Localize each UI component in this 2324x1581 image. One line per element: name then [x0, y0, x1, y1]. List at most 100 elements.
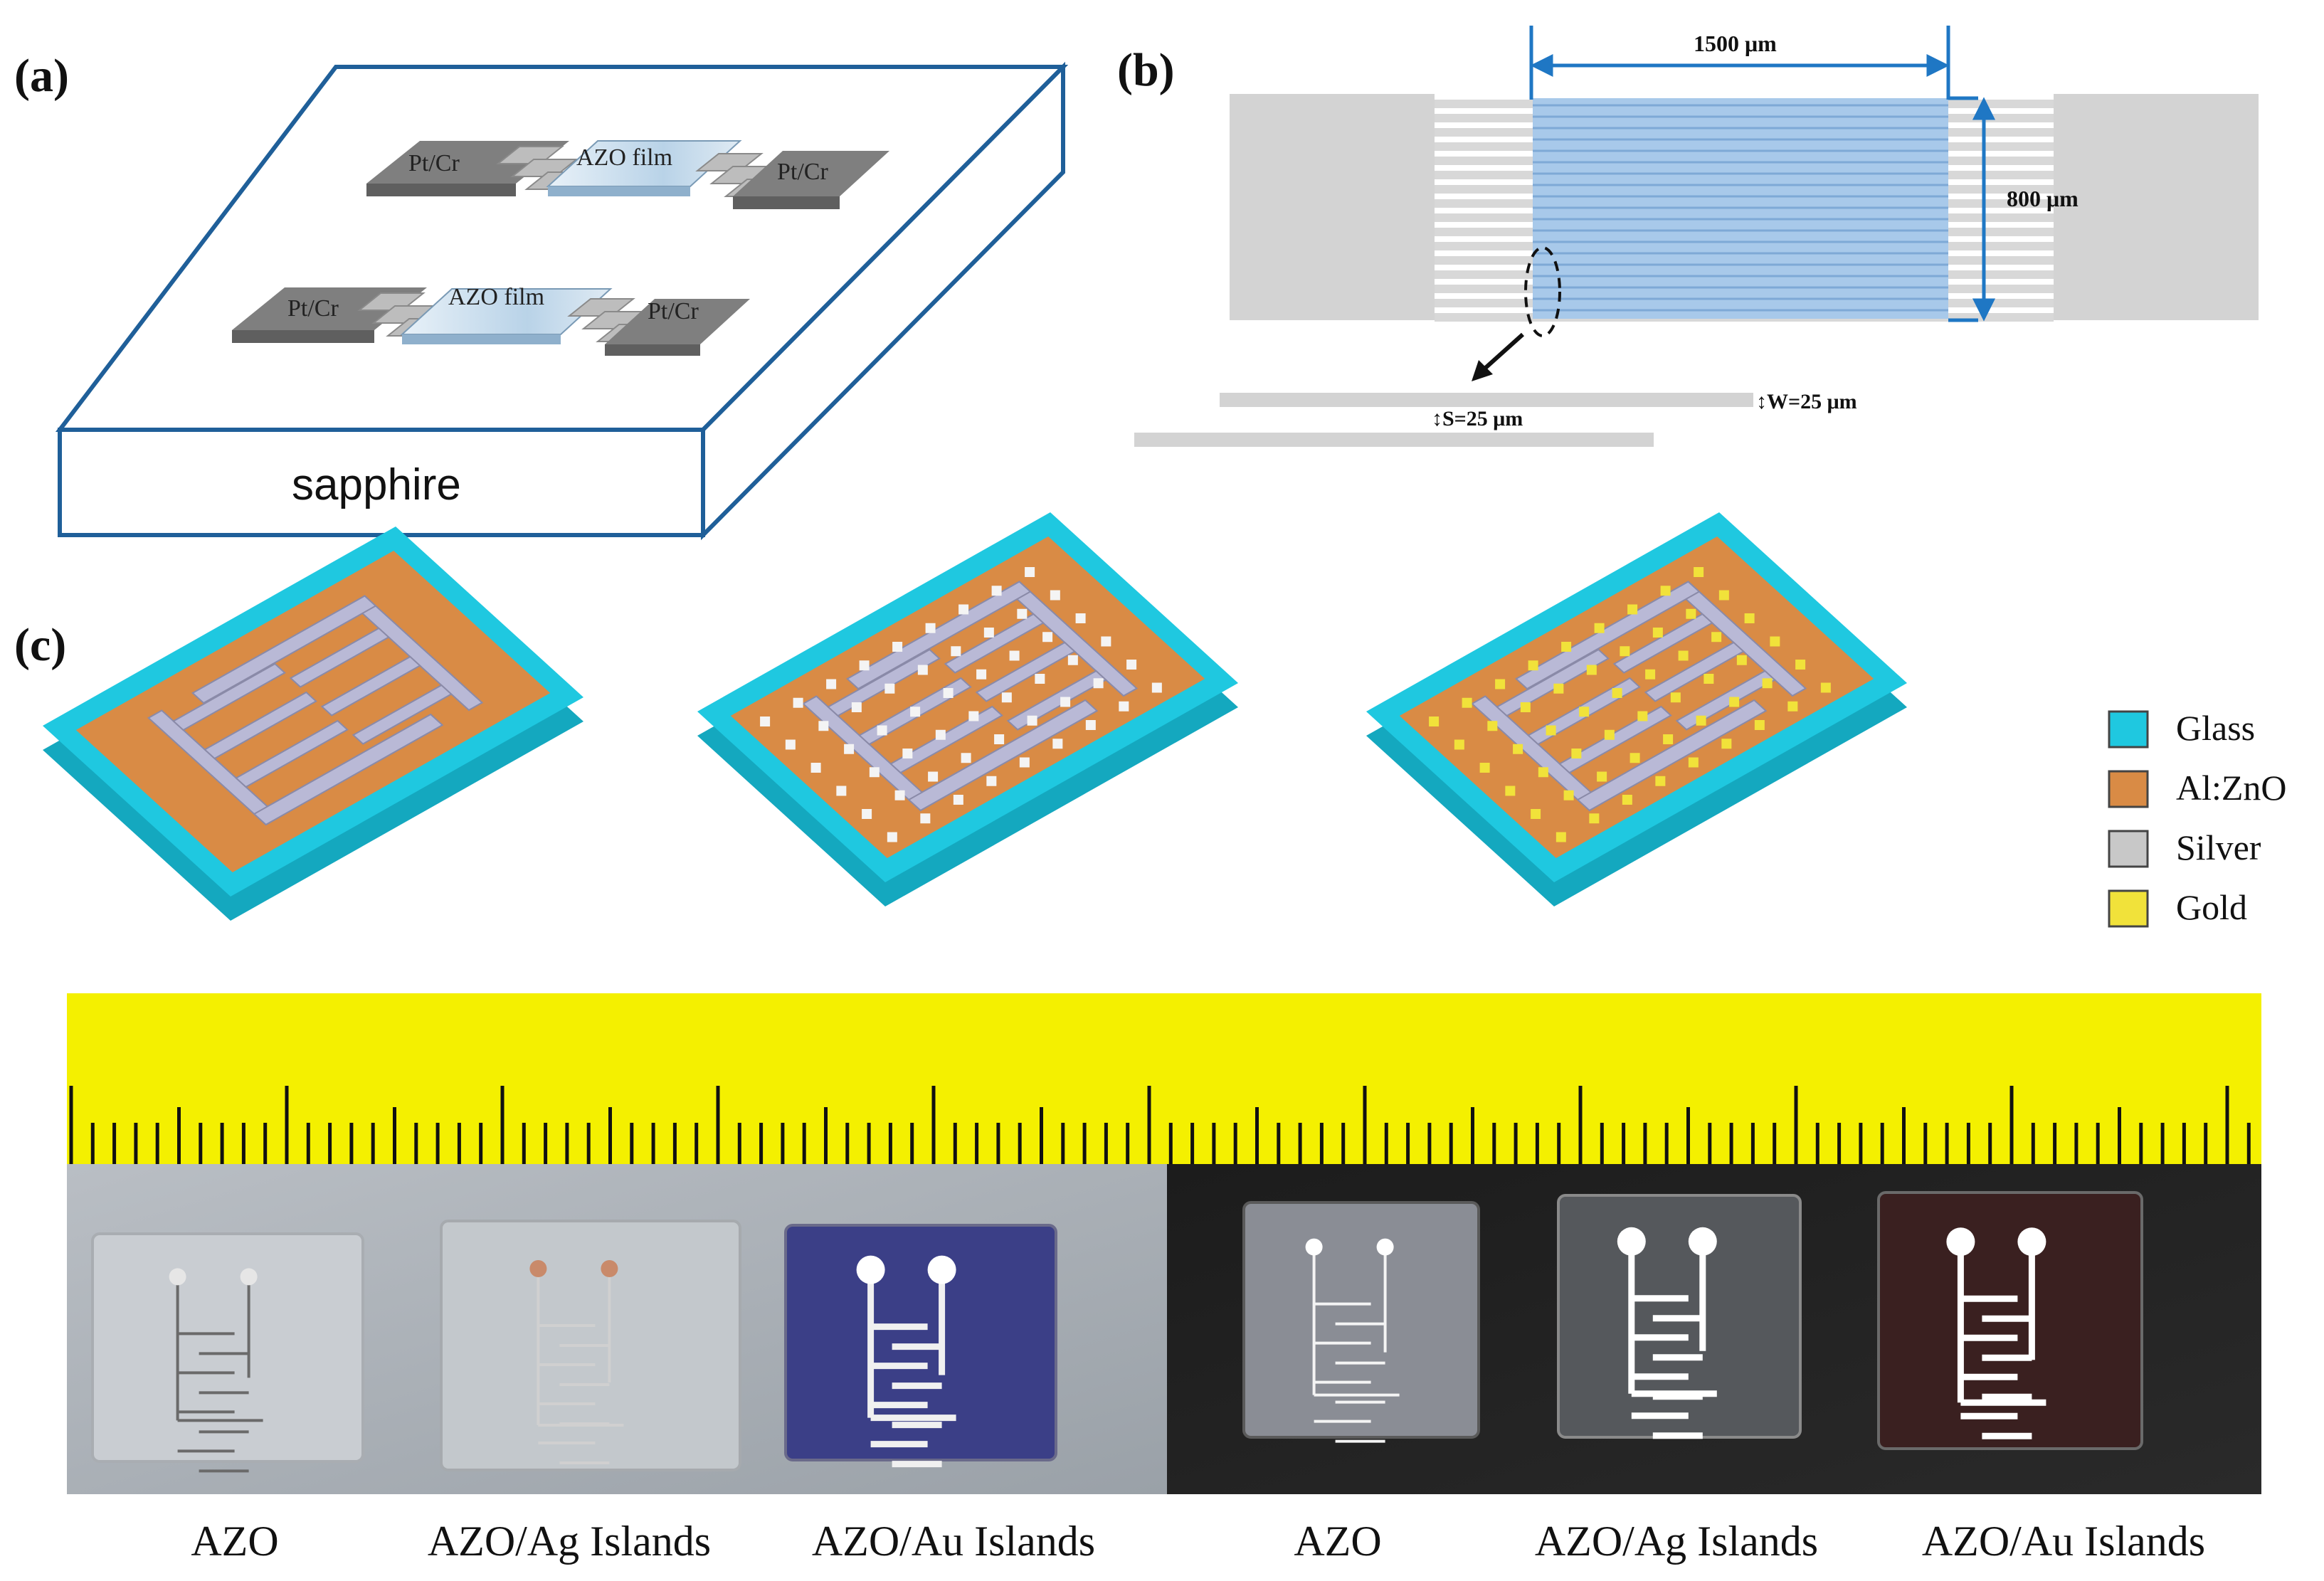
photo-captions: AZO AZO/Ag Islands AZO/Au Islands AZO AZ… — [191, 1518, 2205, 1565]
metal-island — [1663, 734, 1674, 744]
width-dimension-label: 800 μm — [2007, 186, 2079, 211]
device-bottom: Pt/Cr AZO film Pt/Cr — [232, 284, 750, 356]
metal-island — [894, 790, 905, 800]
legend-item-silver: Silver — [2108, 827, 2261, 868]
metal-island — [1487, 721, 1498, 731]
metal-island — [1571, 749, 1582, 758]
metal-island — [1787, 701, 1798, 712]
metal-island — [1770, 636, 1780, 647]
metal-island — [1462, 697, 1472, 708]
metal-island — [1795, 660, 1806, 670]
metal-island — [1594, 623, 1605, 633]
metal-island — [1670, 692, 1681, 703]
silver-electrode — [907, 699, 1099, 812]
contact-pad — [601, 1260, 618, 1277]
spacing-dimension-label: ↕S=25 μm — [1432, 407, 1523, 430]
metal-island — [1495, 679, 1506, 689]
metal-island — [793, 697, 803, 708]
caption-3: AZO/Au Islands — [812, 1518, 1095, 1565]
metal-island — [1454, 739, 1464, 750]
top-left-contact-label: Pt/Cr — [408, 150, 460, 176]
zoom-arrowhead — [1472, 360, 1493, 381]
caption-4: AZO — [1294, 1518, 1381, 1565]
finger-width-dimension-label: ↕W=25 μm — [1756, 390, 1857, 413]
metal-island — [1019, 757, 1030, 768]
ruler-ticks — [69, 1086, 2251, 1164]
metal-island — [983, 628, 994, 638]
metal-island — [1042, 632, 1053, 643]
metal-island — [1505, 786, 1516, 796]
metal-island — [1151, 682, 1162, 693]
metal-island — [1729, 697, 1740, 707]
sample-substrate — [1242, 1201, 1480, 1439]
metal-island — [943, 688, 954, 698]
caption-6: AZO/Au Islands — [1922, 1518, 2205, 1565]
metal-island — [1589, 813, 1600, 824]
metal-island — [1604, 729, 1615, 740]
silver-electrode — [1496, 648, 1610, 717]
length-dimension-label: 1500 μm — [1694, 31, 1777, 56]
caption-5: AZO/Ag Islands — [1535, 1518, 1818, 1565]
silver-electrode — [944, 613, 1045, 674]
contact-pad — [1946, 1227, 1975, 1257]
metal-island — [1630, 753, 1640, 763]
silver-electrode — [1558, 705, 1672, 774]
metal-island — [920, 813, 931, 824]
metal-island — [1429, 717, 1440, 726]
metal-island — [760, 717, 771, 726]
metal-island — [1119, 701, 1129, 712]
metal-island — [994, 734, 1005, 744]
metal-island — [1637, 711, 1648, 721]
metal-island — [1563, 790, 1574, 800]
caption-2: AZO/Ag Islands — [428, 1518, 711, 1565]
metal-island — [1520, 702, 1531, 712]
metal-island — [1704, 674, 1714, 684]
silver-electrode — [1675, 670, 1776, 731]
metal-island — [887, 832, 897, 842]
metal-island — [851, 702, 862, 712]
dimension-lines — [1529, 26, 1996, 322]
metal-island — [1538, 767, 1548, 778]
silver-electrode — [889, 705, 1003, 774]
panel-c: (c) Glass Al:ZnO Silver Gold — [14, 512, 2287, 1565]
contact-pad — [529, 1260, 547, 1277]
metal-island — [1721, 739, 1732, 749]
metal-island — [1678, 650, 1689, 661]
metal-island — [1736, 655, 1747, 665]
metal-island — [1744, 613, 1755, 623]
top-right-contact-label: Pt/Cr — [777, 159, 828, 185]
metal-island — [1652, 628, 1663, 638]
channel-stripes — [1533, 104, 1948, 312]
caption-1: AZO — [191, 1518, 278, 1565]
metal-island — [958, 604, 969, 615]
bottom-left-contact-label: Pt/Cr — [287, 295, 339, 322]
right-electrode-pad — [2054, 94, 2259, 320]
material-legend: Glass Al:ZnO Silver Gold — [2108, 708, 2287, 928]
metal-island — [1645, 669, 1656, 680]
metal-island — [1754, 720, 1765, 730]
metal-island — [1001, 692, 1012, 703]
metal-island — [818, 721, 829, 731]
metal-island — [986, 776, 997, 786]
metal-island — [810, 763, 821, 773]
contact-pad — [1688, 1227, 1717, 1256]
bottom-film-label: AZO film — [448, 284, 544, 310]
metal-island — [785, 739, 796, 750]
metal-island — [859, 660, 870, 671]
legend-item-glass: Glass — [2108, 708, 2255, 749]
metal-island — [844, 744, 855, 754]
metal-island — [1531, 809, 1541, 819]
substrate-label: sapphire — [292, 460, 461, 509]
contact-pad — [2017, 1227, 2046, 1257]
contact-pad — [927, 1255, 956, 1284]
device-top: Pt/Cr AZO film Pt/Cr — [366, 140, 889, 209]
metal-island — [1711, 632, 1722, 643]
contact-pad — [1617, 1227, 1646, 1256]
metal-island — [1597, 771, 1607, 782]
metal-island — [961, 753, 971, 763]
contact-pad — [856, 1255, 885, 1284]
schematic-azo — [43, 527, 583, 921]
schematic-azo-ag-islands — [697, 512, 1238, 906]
metal-island — [1546, 725, 1556, 736]
